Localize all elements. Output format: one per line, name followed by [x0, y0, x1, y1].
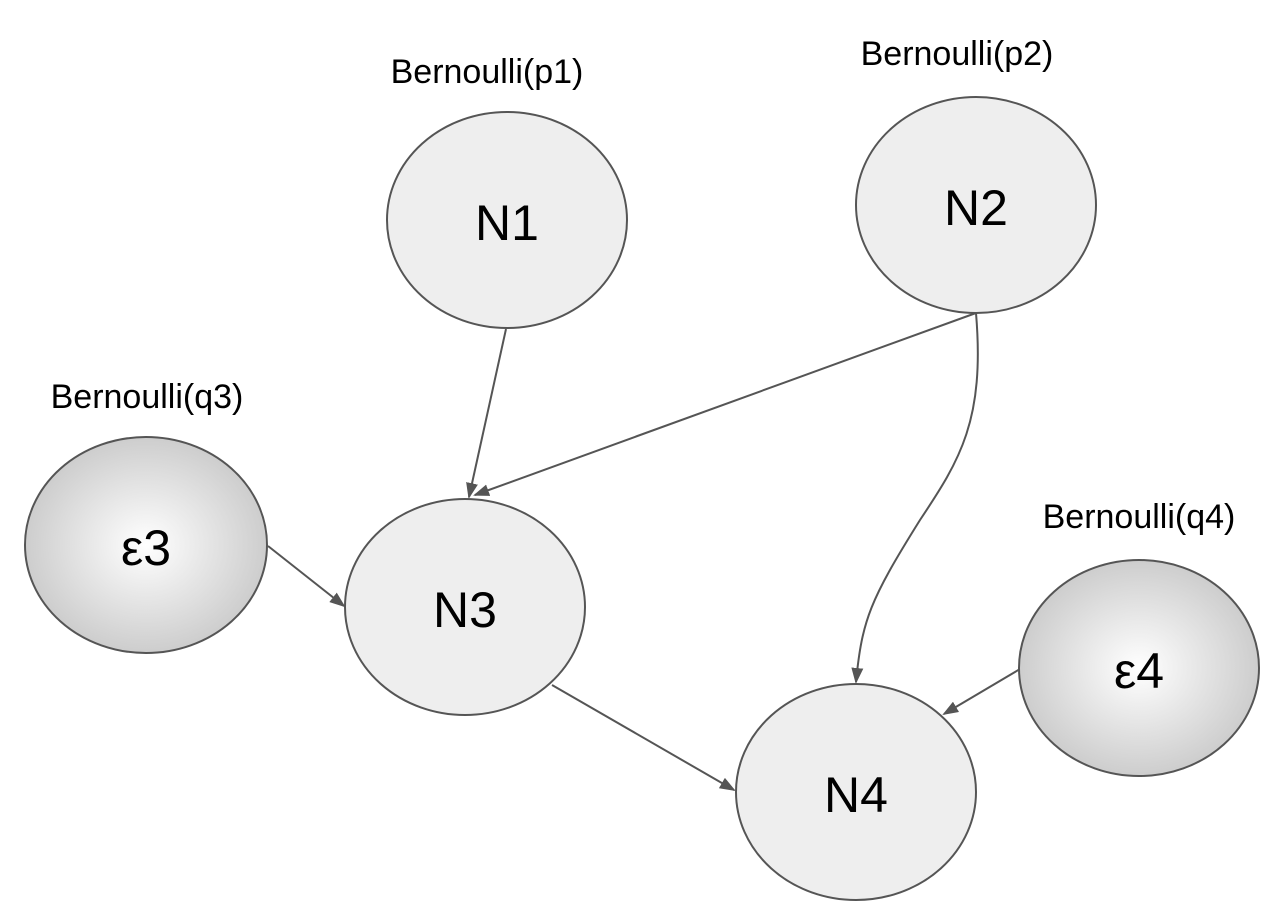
node-e3: ε3 — [24, 436, 268, 654]
node-n1: N1 — [386, 111, 628, 329]
node-e3-distribution: Bernoulli(q3) — [51, 378, 244, 416]
node-n1-shape — [386, 111, 628, 329]
node-e4-shape — [1018, 559, 1260, 777]
node-n1-distribution: Bernoulli(p1) — [391, 53, 584, 91]
edge-n2-n3 — [473, 312, 977, 496]
node-n2-shape — [855, 96, 1097, 314]
node-n4-shape — [735, 683, 977, 901]
node-n3-label: N3 — [433, 582, 497, 638]
node-e3-shape — [24, 436, 268, 654]
edge-n1-n3 — [466, 328, 507, 499]
edge-n3-n4 — [551, 684, 736, 791]
node-n4-label: N4 — [824, 767, 888, 823]
node-n3: N3 — [344, 498, 586, 716]
node-n2-distribution: Bernoulli(p2) — [861, 35, 1054, 73]
node-e4-label: ε4 — [1114, 643, 1164, 699]
node-e4-distribution: Bernoulli(q4) — [1043, 498, 1236, 536]
node-n2-label: N2 — [944, 180, 1008, 236]
node-n3-shape — [344, 498, 586, 716]
node-e3-label: ε3 — [121, 520, 171, 576]
edge-n2-n4 — [851, 312, 979, 684]
edge-e4-n4 — [942, 668, 1021, 716]
node-n1-label: N1 — [475, 195, 539, 251]
node-e4: ε4 — [1018, 559, 1260, 777]
node-n2: N2 — [855, 96, 1097, 314]
node-n4: N4 — [735, 683, 977, 901]
edge-e3-n3 — [267, 545, 346, 608]
